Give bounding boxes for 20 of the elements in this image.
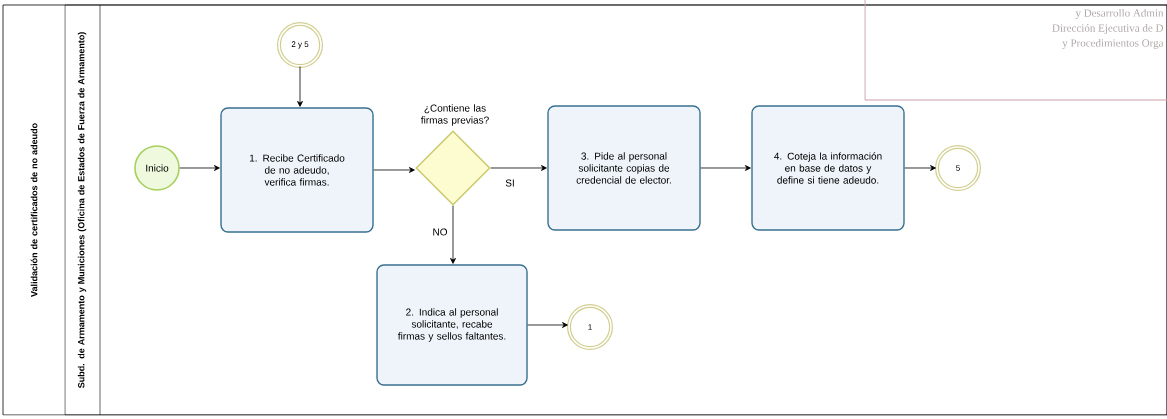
stamp-text: Dirección Ejecutiva de D	[1052, 24, 1164, 34]
task-box: 3. Pide al personal solicitante copias de credencial de elector.	[547, 105, 701, 231]
stamp-text: y Procedimientos Orga	[1062, 39, 1164, 49]
decision-label: ¿Contiene las firmas previas?	[420, 104, 489, 126]
arrow	[527, 322, 568, 328]
pool-label: Validación de certificados de no adeudo	[30, 123, 38, 297]
arrow	[490, 165, 547, 171]
task-box: 4. Coteja la información en base de datos y define si tiene adeudo.	[751, 105, 905, 231]
lane-label: Subd. de Armamento y Municiones (Oficina de Estados de Fuerza de Armamento)	[77, 32, 87, 388]
arrow	[904, 165, 936, 171]
arrow	[450, 205, 456, 264]
stamp-text: y Desarrollo Admin	[1075, 9, 1164, 19]
edge-label: SI	[505, 179, 514, 187]
arrow	[700, 165, 751, 171]
task-box: 1. Recibe Certificado de no adeudo, verifica firmas.	[220, 107, 374, 233]
arrow	[297, 66, 303, 107]
task-box: 2. Indica al personal solicitante, recabe firmas y sellos faltantes.	[376, 264, 528, 386]
arrow	[373, 167, 415, 173]
edge-label: NO	[433, 228, 448, 236]
arrow	[179, 165, 220, 171]
